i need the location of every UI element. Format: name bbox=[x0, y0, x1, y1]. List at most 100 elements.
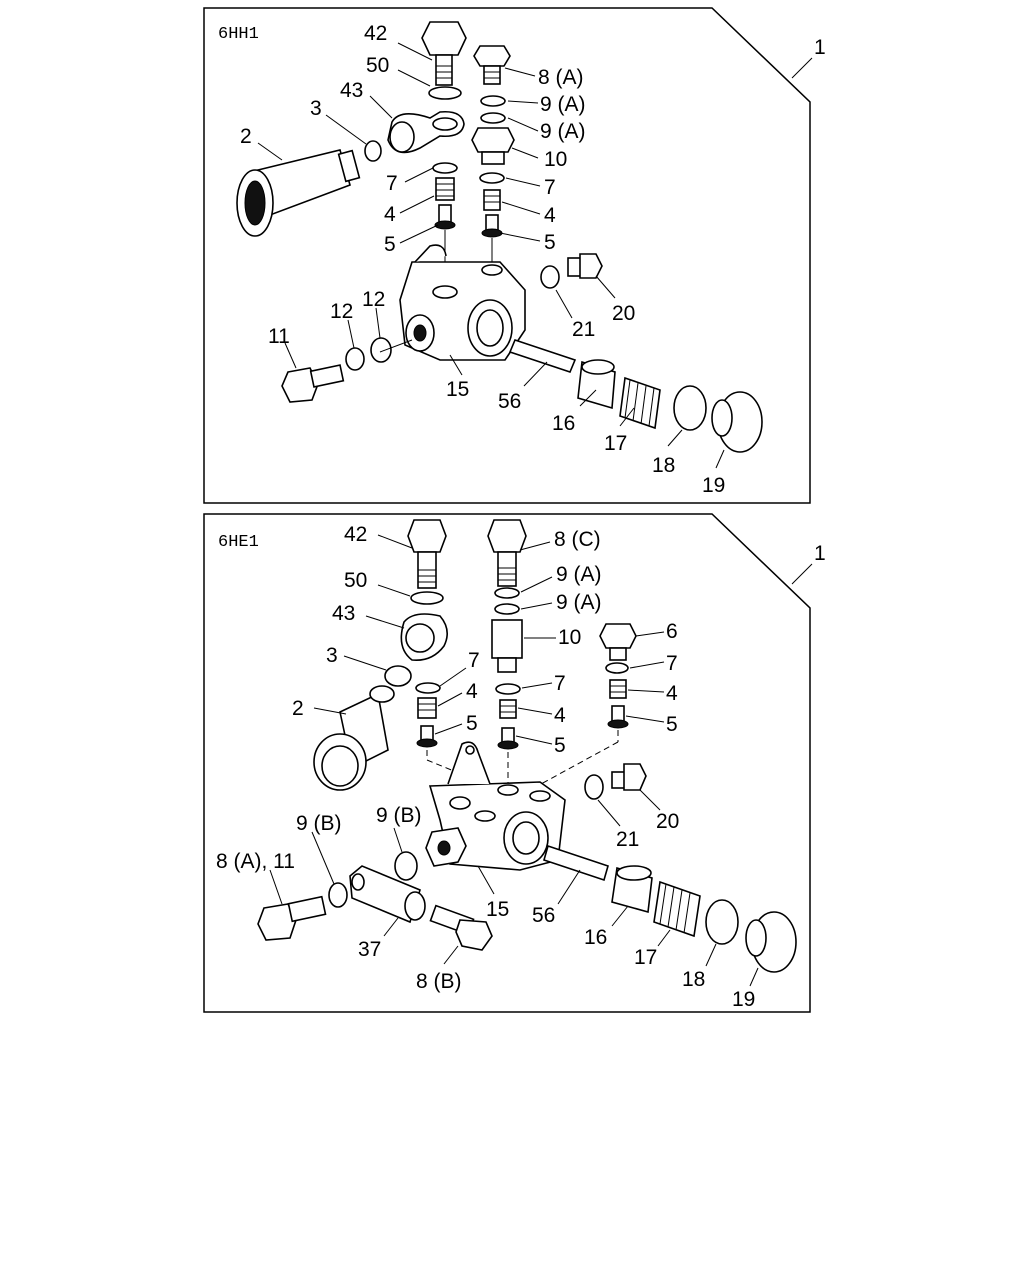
assembly-leader bbox=[791, 563, 813, 585]
panel-6hh1: 6HH1 1 bbox=[203, 7, 826, 504]
label-6: 6 bbox=[666, 620, 678, 643]
oring-7-middle bbox=[495, 683, 521, 695]
label-4-right: 4 bbox=[666, 682, 678, 705]
label-20: 20 bbox=[656, 810, 679, 833]
banjo-bolt-42 bbox=[407, 519, 447, 589]
label-12-right: 12 bbox=[362, 288, 385, 311]
label-21: 21 bbox=[616, 828, 639, 851]
label-10: 10 bbox=[558, 626, 581, 649]
label-17: 17 bbox=[604, 432, 627, 455]
label-15: 15 bbox=[486, 898, 509, 921]
label-4-right: 4 bbox=[544, 204, 556, 227]
washer-9a bbox=[494, 587, 520, 599]
spring-4-right bbox=[483, 189, 501, 211]
valve-5-right bbox=[481, 214, 503, 238]
washer-21 bbox=[540, 265, 560, 289]
label-2: 2 bbox=[292, 697, 304, 720]
priming-pump-2 bbox=[236, 149, 361, 237]
oring-3 bbox=[384, 665, 412, 687]
label-5-right: 5 bbox=[544, 231, 556, 254]
washer-21 bbox=[584, 774, 604, 800]
label-21: 21 bbox=[572, 318, 595, 341]
label-42: 42 bbox=[364, 22, 387, 45]
plug-19 bbox=[711, 391, 763, 453]
washer-50 bbox=[410, 591, 444, 605]
label-12-left: 12 bbox=[330, 300, 353, 323]
assembly-leader bbox=[791, 57, 813, 79]
gasket-18 bbox=[705, 899, 739, 945]
bolt-8a bbox=[473, 45, 511, 85]
label-5-left: 5 bbox=[466, 712, 478, 735]
label-56: 56 bbox=[532, 904, 555, 927]
label-4-middle: 4 bbox=[554, 704, 566, 727]
label-8b: 8 (B) bbox=[416, 970, 462, 993]
label-50: 50 bbox=[366, 54, 389, 77]
label-7-right: 7 bbox=[544, 176, 556, 199]
sleeve-16 bbox=[577, 359, 616, 410]
panel-6he1: 6HE1 1 bbox=[203, 513, 826, 1013]
label-16: 16 bbox=[584, 926, 607, 949]
label-8a-11: 8 (A), 11 bbox=[216, 850, 295, 873]
fitting-10 bbox=[471, 127, 515, 165]
label-5-right: 5 bbox=[666, 713, 678, 736]
valve-5-left bbox=[434, 204, 456, 230]
leader-lines bbox=[269, 534, 759, 987]
panel-frame bbox=[203, 7, 811, 504]
valve-5-left bbox=[416, 725, 438, 748]
banjo-bolt-42 bbox=[421, 21, 467, 86]
spring-4-left bbox=[435, 177, 455, 201]
panel-code: 6HE1 bbox=[218, 533, 259, 552]
label-20: 20 bbox=[612, 302, 635, 325]
hollow-bolt-37 bbox=[349, 865, 426, 924]
label-7-left: 7 bbox=[386, 172, 398, 195]
oring-7-right bbox=[479, 172, 505, 184]
washer-9a bbox=[480, 95, 506, 107]
label-5-middle: 5 bbox=[554, 734, 566, 757]
pump-body-15 bbox=[399, 244, 526, 361]
bolt-6 bbox=[599, 623, 637, 661]
spring-4-left bbox=[417, 697, 437, 719]
label-8a: 8 (A) bbox=[538, 66, 584, 89]
spring-17 bbox=[653, 880, 701, 938]
label-9b-left: 9 (B) bbox=[296, 812, 342, 835]
label-43: 43 bbox=[340, 79, 363, 102]
valve-5-middle bbox=[497, 727, 519, 750]
washer-9b-left bbox=[328, 882, 348, 908]
label-19: 19 bbox=[702, 474, 725, 497]
label-16: 16 bbox=[552, 412, 575, 435]
label-9a-2: 9 (A) bbox=[556, 591, 602, 614]
priming-pump-2 bbox=[313, 685, 395, 791]
label-7-left: 7 bbox=[468, 649, 480, 672]
label-9a-1: 9 (A) bbox=[556, 563, 602, 586]
banjo-eye-43 bbox=[400, 613, 448, 662]
label-4-left: 4 bbox=[466, 680, 478, 703]
plug-20 bbox=[611, 763, 647, 791]
label-9a-1: 9 (A) bbox=[540, 93, 586, 116]
label-9a-2: 9 (A) bbox=[540, 120, 586, 143]
label-11: 11 bbox=[268, 325, 290, 348]
piston-56 bbox=[508, 339, 577, 373]
fitting-10 bbox=[491, 619, 523, 673]
plug-19 bbox=[745, 911, 797, 973]
panel-frame bbox=[203, 513, 811, 1013]
valve-5-right bbox=[607, 705, 629, 729]
assembly-ref: 1 bbox=[814, 36, 826, 59]
label-7-middle: 7 bbox=[554, 672, 566, 695]
label-42: 42 bbox=[344, 523, 367, 546]
washer-50 bbox=[428, 86, 462, 100]
label-18: 18 bbox=[652, 454, 675, 477]
label-10: 10 bbox=[544, 148, 567, 171]
gasket-18 bbox=[673, 385, 707, 431]
label-50: 50 bbox=[344, 569, 367, 592]
label-3: 3 bbox=[326, 644, 338, 667]
spring-4-right bbox=[609, 679, 627, 699]
label-18: 18 bbox=[682, 968, 705, 991]
pump-body-15 bbox=[425, 741, 566, 871]
washer-9a-2 bbox=[494, 603, 520, 615]
banjo-eye-43 bbox=[387, 110, 465, 154]
leader-lines bbox=[257, 42, 725, 469]
label-5-left: 5 bbox=[384, 233, 396, 256]
panel-code: 6HH1 bbox=[218, 25, 259, 44]
plug-20 bbox=[567, 253, 603, 279]
